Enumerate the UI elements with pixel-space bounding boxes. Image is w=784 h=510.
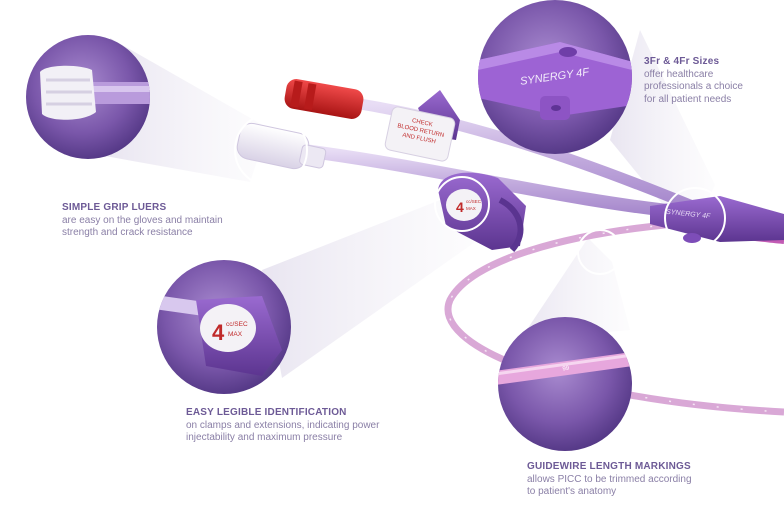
ident-clamp-rate: cc/SEC (226, 321, 248, 328)
callout-text: are easy on the gloves and maintain (62, 214, 223, 226)
marking-highlight-ring (577, 229, 623, 275)
luer-zoom-circle (26, 35, 150, 159)
callout-legible-identification: EASY LEGIBLE IDENTIFICATION on clamps an… (186, 407, 436, 445)
guide-magnifier-wedge (520, 238, 630, 340)
red-luer-connector (284, 79, 364, 119)
callout-heading: 3Fr & 4Fr Sizes (644, 56, 720, 67)
hub-highlight-ring (664, 187, 726, 249)
junction-hub: SYNERGY 4F (650, 187, 784, 249)
callout-heading: EASY LEGIBLE IDENTIFICATION (186, 407, 347, 418)
luer-highlight-ring (234, 113, 308, 187)
callout-guidewire-markings: GUIDEWIRE LENGTH MARKINGS allows PICC to… (527, 461, 757, 499)
callout-sizes: 3Fr & 4Fr Sizes offer healthcare profess… (644, 56, 780, 106)
clamp-number: 4 (456, 199, 464, 215)
callout-text: strength and crack resistance (62, 227, 193, 238)
clamp-rate: cc/SEC (466, 199, 482, 204)
callout-simple-grip-luers: SIMPLE GRIP LUERS are easy on the gloves… (62, 202, 242, 240)
callout-heading: GUIDEWIRE LENGTH MARKINGS (527, 461, 691, 472)
ident-zoom-circle: 4 cc/SEC MAX (157, 260, 291, 394)
callout-text: for all patient needs (644, 93, 732, 105)
clamp-max: MAX (466, 206, 476, 211)
size-zoom-circle: SYNERGY 4F (478, 0, 632, 154)
clear-luer-connector (236, 122, 327, 170)
callout-heading: SIMPLE GRIP LUERS (62, 202, 167, 213)
callout-text: offer healthcare (644, 68, 714, 80)
callout-text: on clamps and extensions, indicating pow… (186, 419, 380, 431)
hub-brand-text: SYNERGY 4F (666, 209, 711, 221)
upper-clamp: CHECK BLOOD RETURN AND FLUSH (384, 90, 460, 162)
clamp-highlight-ring (434, 176, 490, 232)
ident-magnifier-wedge (262, 200, 478, 378)
callout-text: injectability and maximum pressure (186, 432, 343, 443)
callout-text: allows PICC to be trimmed according (527, 473, 692, 485)
ident-clamp-number: 4 (212, 320, 225, 345)
guide-mark-text: 99 (562, 365, 570, 372)
size-magnifier-wedge (610, 30, 715, 238)
luer-magnifier-wedge (105, 38, 268, 182)
red-clamp-text-1: CHECK (411, 118, 433, 128)
callout-text: to patient's anatomy (527, 486, 617, 497)
lower-clamp: 4 cc/SEC MAX (434, 172, 526, 252)
ident-clamp-max: MAX (228, 331, 243, 338)
callout-text: professionals a choice (644, 81, 743, 92)
guide-zoom-circle: 99 (498, 317, 632, 451)
